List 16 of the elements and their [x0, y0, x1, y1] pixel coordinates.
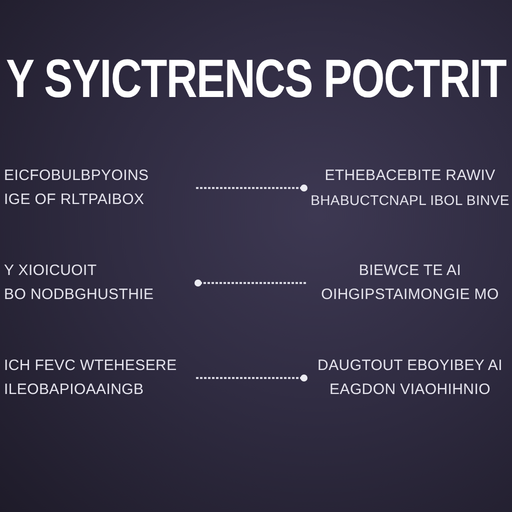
node-text: ICH FEVC WTEHESERE — [4, 356, 178, 376]
node-text: EICFOBULBPYOINS — [4, 166, 150, 186]
node-text: Y XIOICUOIT — [4, 261, 98, 281]
dotted-connector — [196, 184, 308, 192]
node-text: BHABUCTCNAPL IBOL BINVE — [310, 191, 510, 210]
title: Y SYICTRENCS POCTRIT — [6, 50, 506, 108]
node-text: OIHGIPSTAIMONGIE MO — [320, 285, 500, 305]
node-text: BIEWCE TE AI — [358, 261, 462, 281]
node-text: ILEOBAPIOAAINGB — [4, 380, 145, 400]
node-text: EAGDON VIAOHIHNIO — [328, 380, 492, 400]
node-text: ETHEBACEBITE RAWIV — [324, 166, 496, 186]
node-text: DAUGTOUT EBOYIBEY AI — [316, 356, 504, 376]
node-text: BO NODBGHUSTHIE — [4, 285, 155, 305]
dotted-connector — [194, 280, 306, 286]
node-text: IGE OF RLTPAIBOX — [4, 190, 146, 210]
dotted-connector — [196, 374, 308, 382]
